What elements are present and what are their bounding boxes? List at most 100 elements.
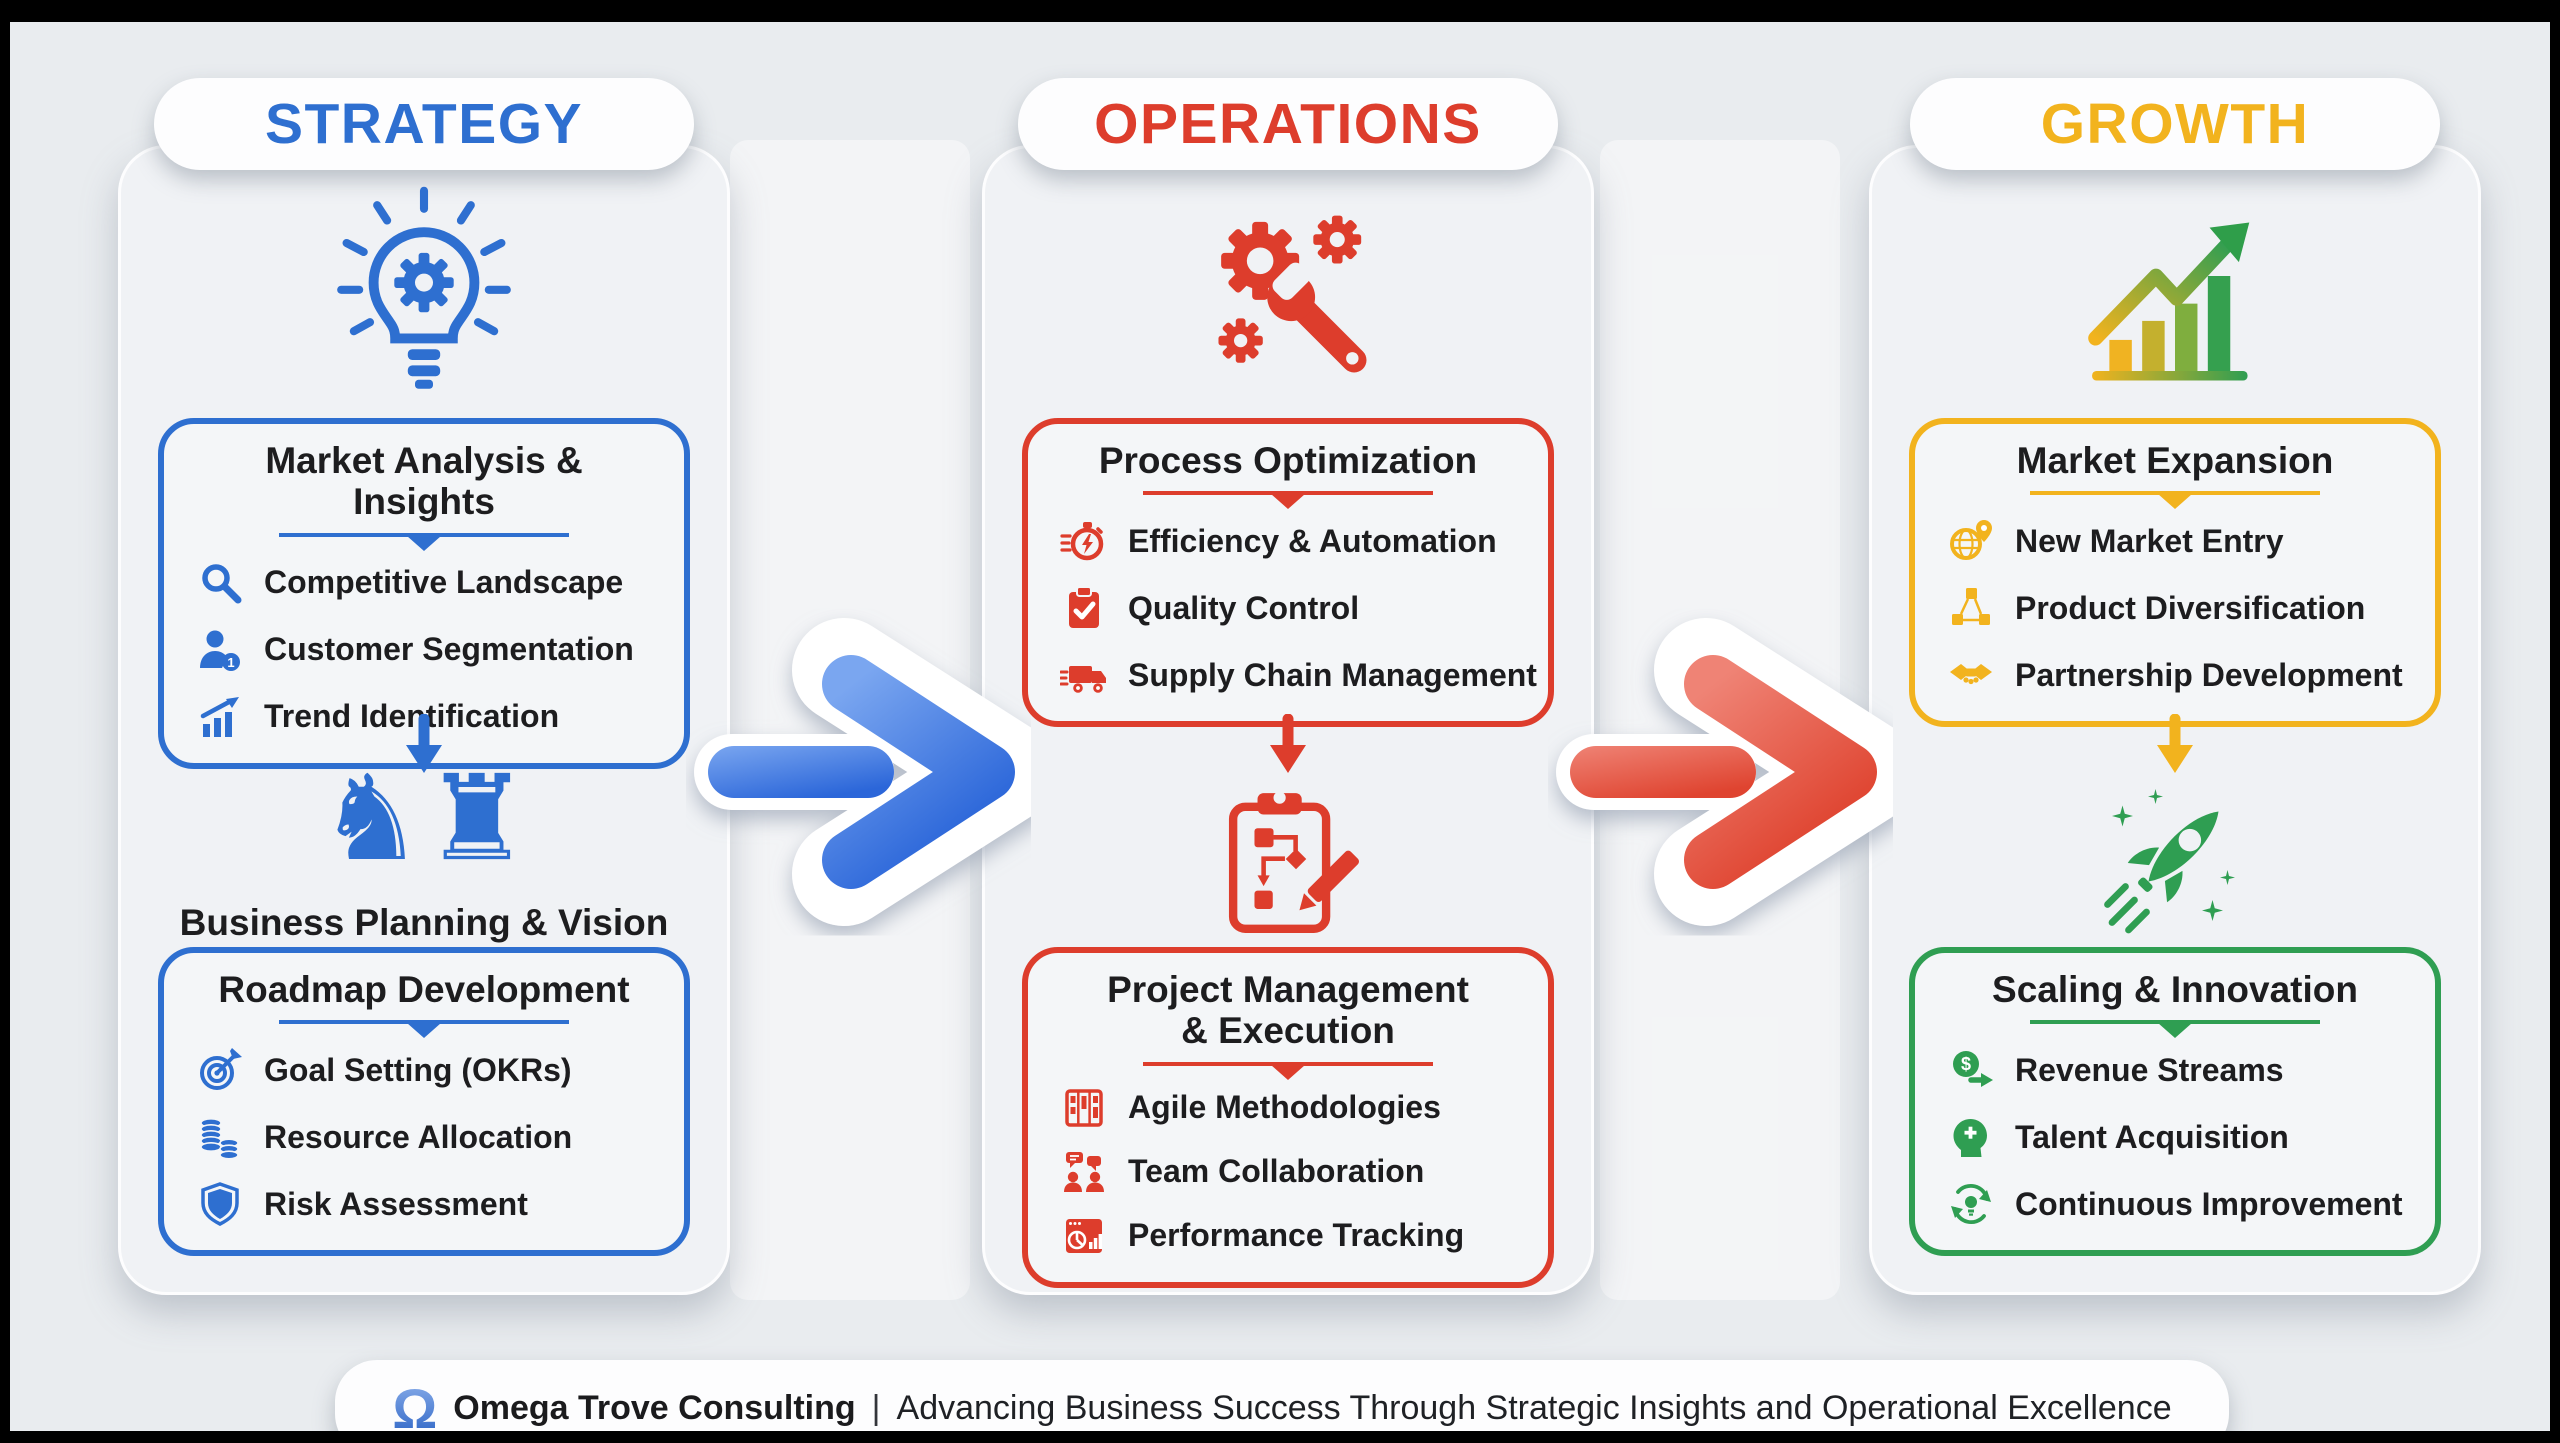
item-label: Team Collaboration [1128, 1153, 1425, 1190]
kanban-board-icon [1060, 1084, 1108, 1132]
revenue-dollar-icon: $ [1947, 1046, 1995, 1094]
footer-brand: Omega Trove Consulting [453, 1388, 856, 1427]
business-planning-label: Business Planning & Vision [179, 902, 669, 943]
list-item: Partnership Development [1947, 651, 2409, 699]
operations-to-growth-arrow [1548, 592, 1918, 952]
handshake-icon [1947, 651, 1995, 699]
continuous-improvement-icon [1947, 1180, 1995, 1228]
product-cubes-icon [1947, 584, 1995, 632]
operations-column: OPERATIONS [982, 22, 1594, 1431]
item-label: Goal Setting (OKRs) [264, 1051, 572, 1088]
omega-logo-icon: Ω [392, 1376, 437, 1432]
box-title: Market Analysis & Insights [265, 440, 583, 523]
title-underline [2029, 491, 2321, 496]
item-label: Revenue Streams [2015, 1051, 2284, 1088]
lightbulb-gear-icon [118, 180, 730, 405]
title-underline [278, 1020, 570, 1025]
item-label: Agile Methodologies [1128, 1089, 1441, 1126]
scaling-innovation-box: Scaling & Innovation $ Revenue Streams T… [1909, 947, 2441, 1257]
performance-dashboard-icon [1060, 1212, 1108, 1260]
search-icon [196, 559, 244, 607]
growth-header-pill: GROWTH [1910, 78, 2440, 170]
process-optimization-box: Process Optimization Efficiency & Automa… [1022, 418, 1554, 728]
gears-wrench-icon [982, 197, 1594, 392]
list-item: Risk Assessment [196, 1180, 658, 1228]
list-item: $ Revenue Streams [1947, 1046, 2409, 1094]
box-title: Scaling & Innovation [1992, 969, 2358, 1010]
title-underline [1142, 1061, 1434, 1066]
growth-column: GROWTH M [1869, 22, 2481, 1431]
growth-chart-icon [1869, 200, 2481, 390]
item-label: Performance Tracking [1128, 1217, 1465, 1254]
trend-chart-icon [196, 693, 244, 741]
strategy-to-operations-arrow [686, 592, 1056, 952]
list-item: Agile Methodologies [1060, 1084, 1522, 1132]
title-underline [278, 532, 570, 537]
list-item: Efficiency & Automation [1060, 517, 1522, 565]
rocket-icon [2090, 780, 2260, 950]
title-underline [2029, 1020, 2321, 1025]
goal-target-icon [196, 1046, 244, 1094]
item-label: Trend Identification [264, 698, 560, 735]
svg-text:$: $ [1961, 1054, 1971, 1074]
list-item: Trend Identification [196, 693, 658, 741]
coins-icon [196, 1113, 244, 1161]
box-title: Roadmap Development [218, 969, 630, 1010]
list-item: Performance Tracking [1060, 1212, 1522, 1260]
talent-head-icon [1947, 1113, 1995, 1161]
item-label: Customer Segmentation [264, 631, 634, 668]
item-label: Risk Assessment [264, 1185, 528, 1222]
list-item: 1 Customer Segmentation [196, 626, 658, 674]
box-title: Project Management & Execution [1107, 969, 1469, 1052]
list-item: Quality Control [1060, 584, 1522, 632]
item-label: New Market Entry [2015, 522, 2284, 559]
item-label: Resource Allocation [264, 1118, 573, 1155]
item-label: Efficiency & Automation [1128, 522, 1497, 559]
operations-header-pill: OPERATIONS [1018, 78, 1558, 170]
list-item: Supply Chain Management [1060, 651, 1537, 699]
item-label: Product Diversification [2015, 589, 2366, 626]
customer-segmentation-icon: 1 [196, 626, 244, 674]
clipboard-check-icon [1060, 584, 1108, 632]
list-item: Competitive Landscape [196, 559, 658, 607]
item-label: Supply Chain Management [1128, 656, 1537, 693]
down-arrow-icon [2155, 713, 2195, 783]
growth-title: GROWTH [2040, 92, 2310, 156]
list-item: Product Diversification [1947, 584, 2409, 632]
operations-title: OPERATIONS [1094, 92, 1482, 156]
box-title: Market Expansion [2016, 440, 2334, 481]
down-arrow-icon [1268, 713, 1308, 783]
project-management-box: Project Management & Execution Agile Met… [1022, 947, 1554, 1288]
strategy-header-pill: STRATEGY [154, 78, 694, 170]
strategy-title: STRATEGY [264, 92, 584, 156]
item-label: Talent Acquisition [2015, 1118, 2289, 1155]
svg-text:1: 1 [227, 655, 234, 670]
globe-pin-icon [1947, 517, 1995, 565]
item-label: Continuous Improvement [2015, 1185, 2403, 1222]
list-item: New Market Entry [1947, 517, 2409, 565]
delivery-truck-icon [1060, 651, 1108, 699]
list-item: Talent Acquisition [1947, 1113, 2409, 1161]
list-item: Goal Setting (OKRs) [196, 1046, 658, 1094]
list-item: Resource Allocation [196, 1113, 658, 1161]
item-label: Partnership Development [2015, 656, 2403, 693]
clipboard-flowchart-icon [1211, 784, 1366, 949]
chess-pieces-icon: ♞♜ [318, 753, 530, 885]
infographic-canvas: STRATEGY [10, 22, 2550, 1431]
footer-bar: Ω Omega Trove Consulting | Advancing Bus… [335, 1360, 2229, 1431]
footer-separator: | [871, 1388, 881, 1427]
list-item: Team Collaboration [1060, 1148, 1522, 1196]
shield-icon [196, 1180, 244, 1228]
list-item: Continuous Improvement [1947, 1180, 2409, 1228]
box-title: Process Optimization [1098, 440, 1478, 481]
team-collaboration-icon [1060, 1148, 1108, 1196]
strategy-column: STRATEGY [118, 22, 730, 1431]
stopwatch-lightning-icon [1060, 517, 1108, 565]
footer-tagline: Advancing Business Success Through Strat… [896, 1388, 2172, 1427]
title-underline [1142, 491, 1434, 496]
down-arrow-icon [404, 713, 444, 783]
market-analysis-box: Market Analysis & Insights Competitive L… [158, 418, 690, 769]
roadmap-development-box: Roadmap Development Goal Setting (OKRs) [158, 947, 690, 1257]
item-label: Competitive Landscape [264, 564, 624, 601]
market-expansion-box: Market Expansion New Market Entry Produc… [1909, 418, 2441, 728]
